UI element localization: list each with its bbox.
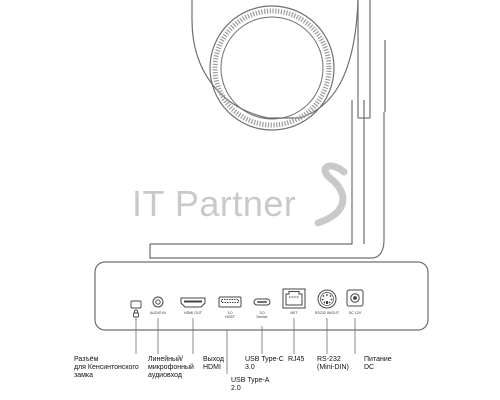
dc-power-port [346,289,364,307]
camera-base [94,261,429,331]
callout-usb-type-a: USB Type-A 2.0 [231,377,270,393]
audio-in-port [152,296,164,308]
port-label-audio-in: AUDIO IN [150,311,166,315]
usb-a-port [218,296,242,308]
partner-logo-swoosh [314,162,348,227]
port-label-usb-host: 3.0 HOST [225,311,235,319]
callout-hdmi-output: Выход HDMI [203,356,224,372]
rj45-port [282,288,306,309]
port-label-hdmi-out: HDMI OUT [184,311,202,315]
callout-rs232: RS-232 (Mini-DIN) [317,356,349,372]
callout-rj45: RJ45 [288,356,305,363]
camera-lens [209,5,335,131]
rs232-mini-din-port [317,289,337,309]
callout-kensington: Разъём для Кенсинтонского замка [74,356,139,380]
port-label-usb-device: 3.0 Device [256,311,268,319]
watermark-text: IT Partner [132,183,297,224]
leader-lines [135,318,356,374]
kensington-slot [130,300,142,318]
camera-head [191,0,386,119]
port-label-rs232: RS232 IN/OUT [314,311,340,315]
hdmi-out-port [180,297,206,308]
port-label-net: NET [290,311,298,315]
callout-usb-type-c: USB Type-C 3.0 [245,356,284,372]
callout-audio-input: Линейный/ микрофонный аудиовход [148,356,194,380]
callout-power-dc: Питание DC [364,356,392,372]
port-label-dc: DC 12V [348,311,362,315]
usb-c-port [253,298,271,306]
camera-stand [149,100,385,259]
